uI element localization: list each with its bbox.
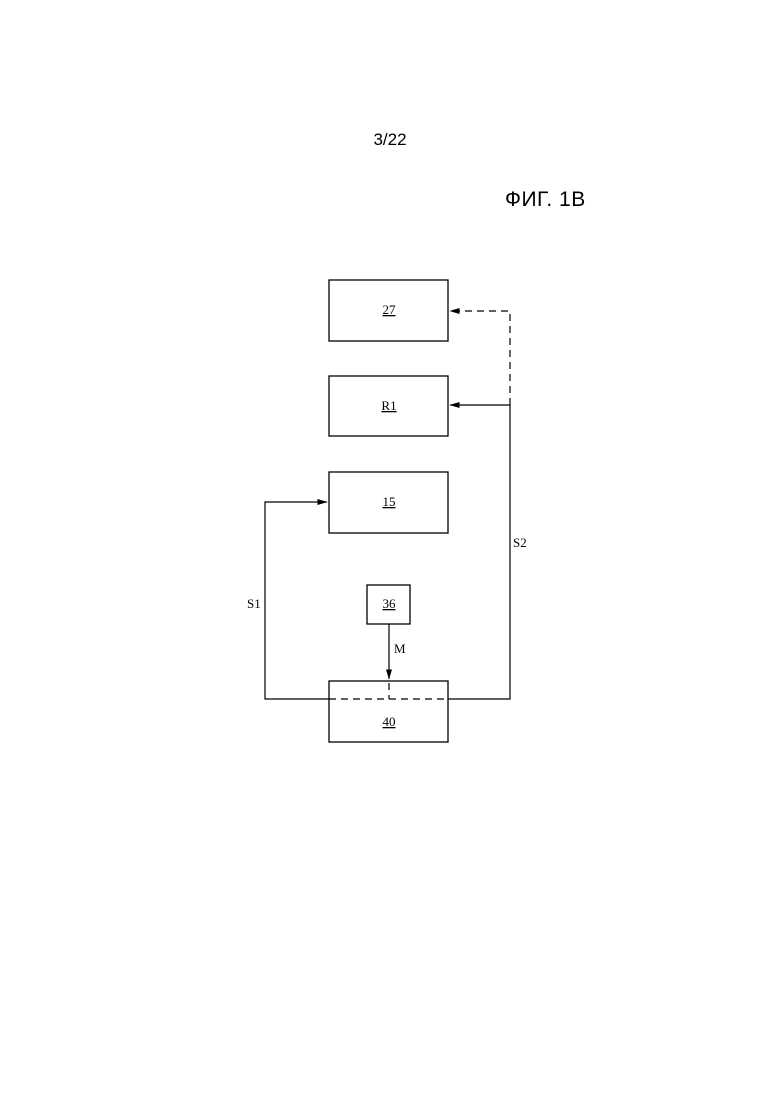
block-40 [329,681,448,742]
block-36-label: 36 [383,596,397,611]
signal-s2-label: S2 [513,535,527,550]
signal-m-label: M [394,641,406,656]
connector-dashed-to-27 [450,311,510,405]
signal-s1-label: S1 [247,596,261,611]
block-r1-label: R1 [381,398,396,413]
block-40-label: 40 [383,714,396,729]
block-15-label: 15 [383,494,396,509]
connector-s2 [448,405,510,699]
block-27-label: 27 [383,302,397,317]
connector-s1 [265,502,329,699]
